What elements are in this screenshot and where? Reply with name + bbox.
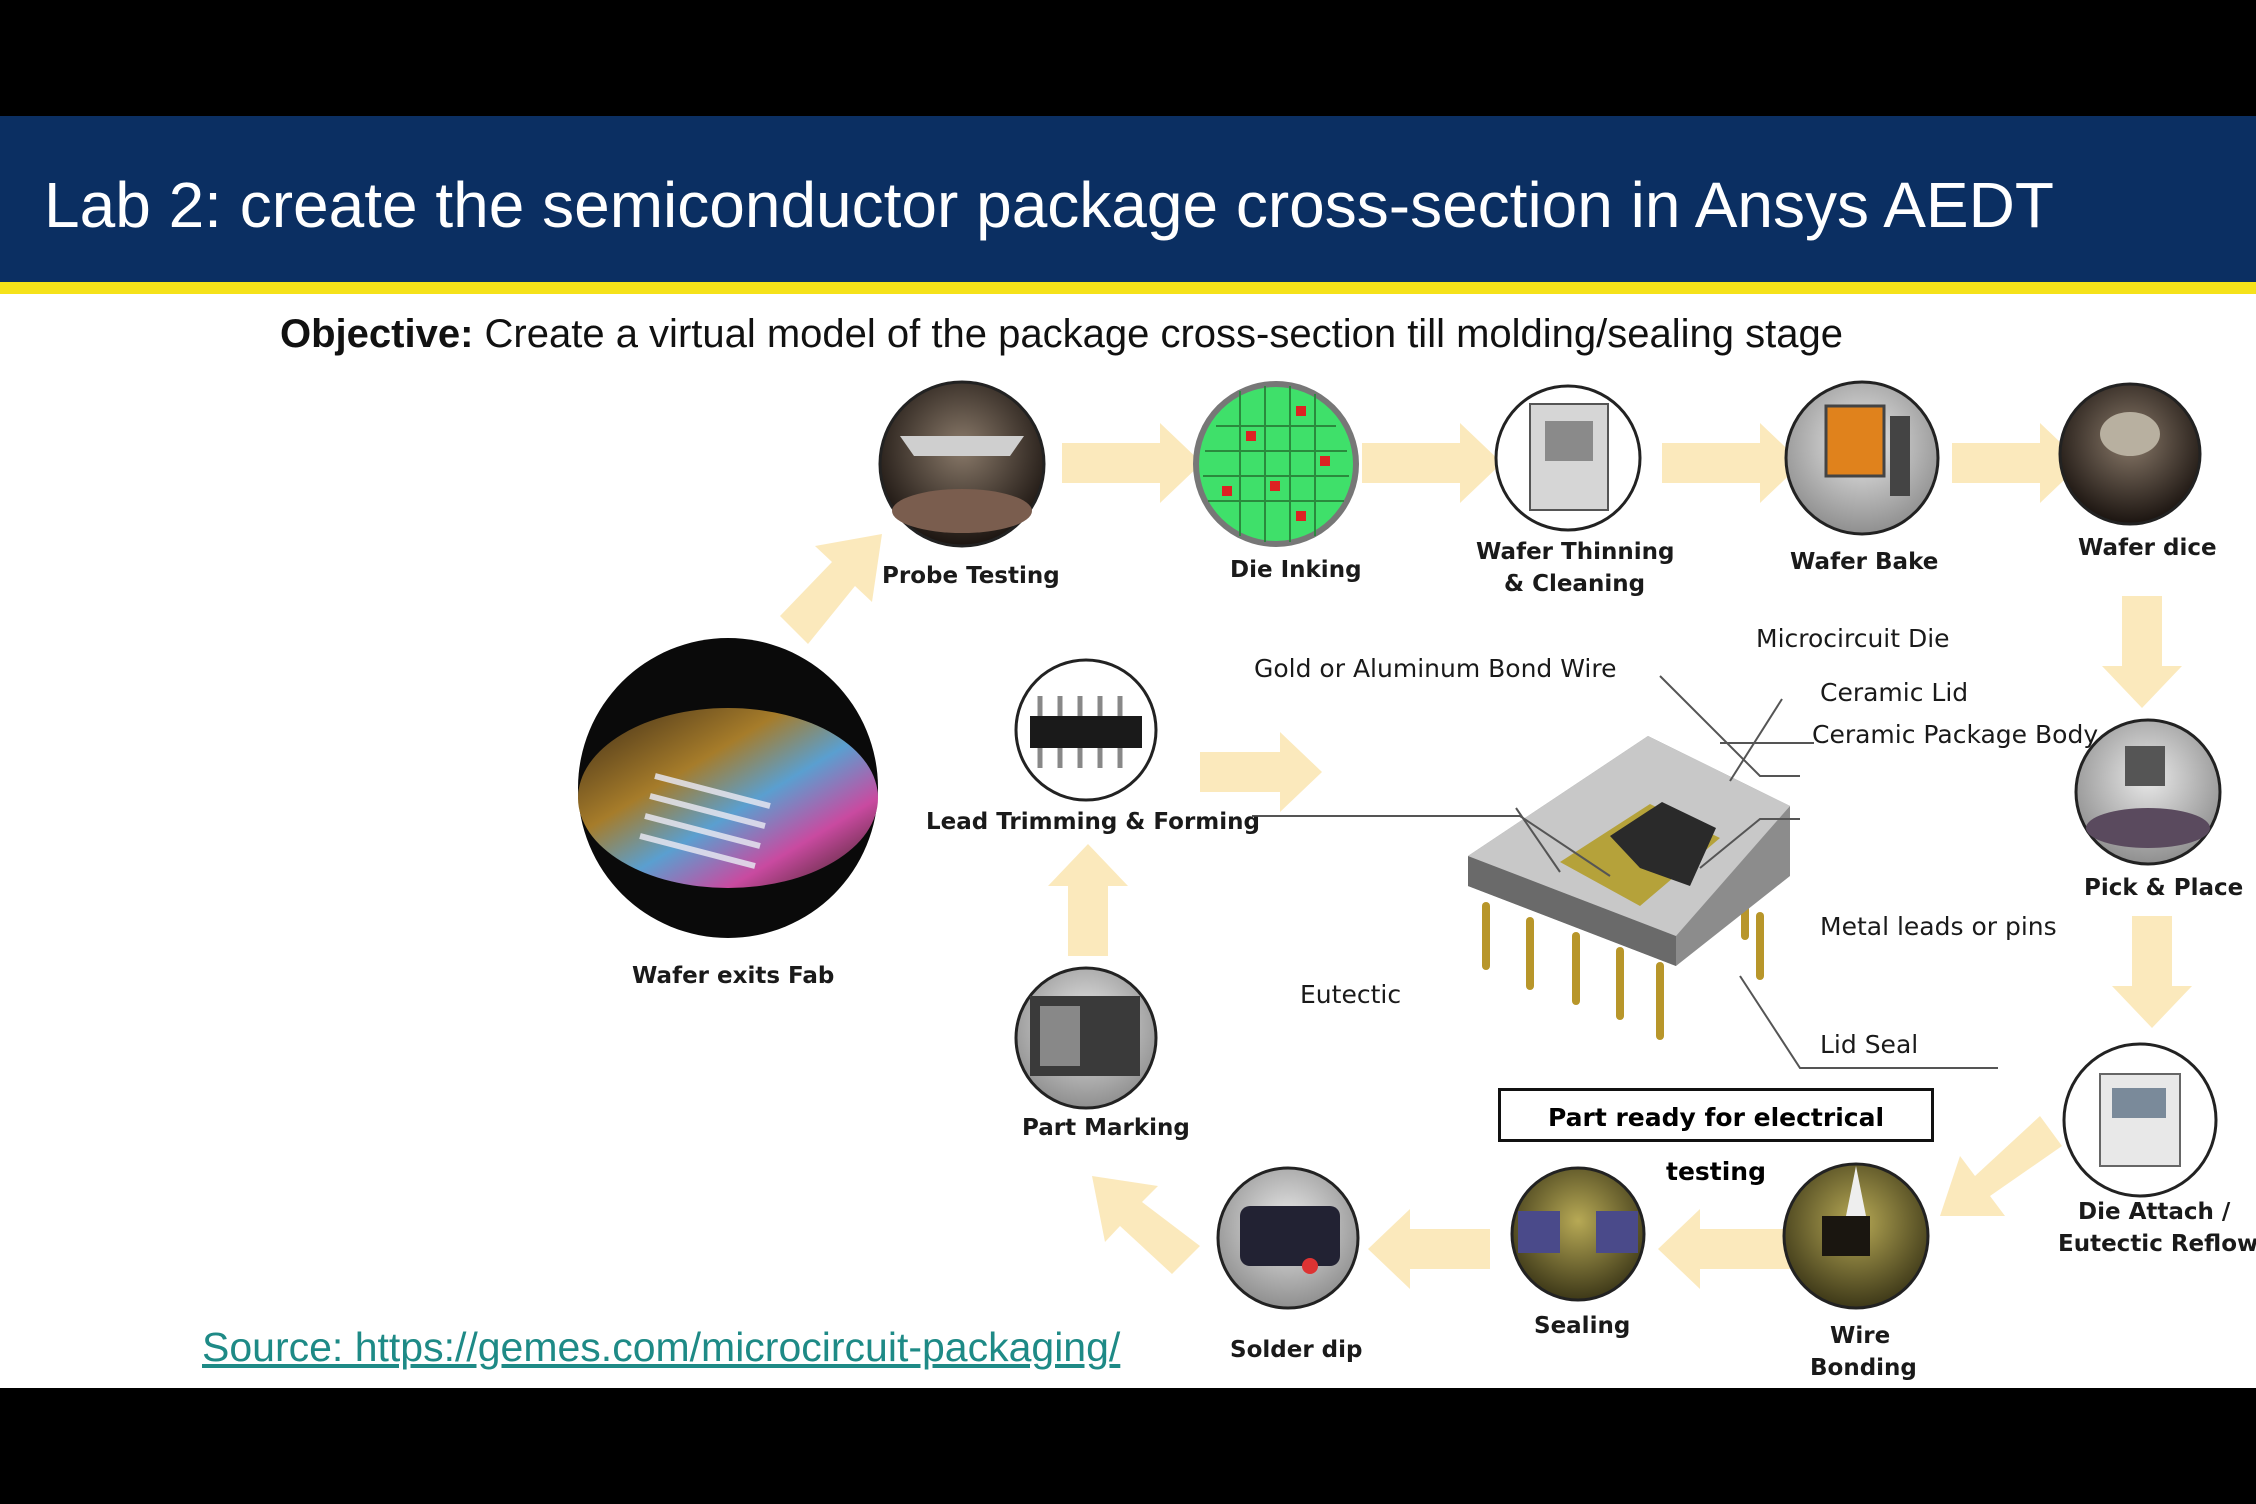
wafer-thinning-image <box>1494 384 1642 532</box>
label-wafer-bake: Wafer Bake <box>1790 549 1939 575</box>
arrow-right-3 <box>1662 423 1802 503</box>
die-attach-image <box>2062 1042 2218 1198</box>
label-wafer-dice: Wafer dice <box>2078 535 2217 561</box>
callout-ceramic-body: Ceramic Package Body <box>1812 720 2099 749</box>
label-wafer-thinning-2: & Cleaning <box>1504 571 1646 597</box>
sealing-image <box>1510 1166 1646 1302</box>
callout-ceramic-lid: Ceramic Lid <box>1820 678 1969 707</box>
label-wire-bonding-1: Wire <box>1830 1323 1891 1349</box>
label-lead-trimming: Lead Trimming & Forming <box>926 809 1260 835</box>
solder-dip-image <box>1216 1166 1360 1310</box>
leader-lines <box>1252 675 1998 1069</box>
title-bar: Lab 2: create the semiconductor package … <box>0 116 2256 282</box>
arrow-down-2 <box>2112 916 2192 1028</box>
process-flow-diagram <box>578 380 2222 1310</box>
arrow-right-2 <box>1362 423 1502 503</box>
label-die-attach-1: Die Attach / <box>2078 1199 2231 1225</box>
wafer-dice-image <box>2058 382 2202 526</box>
arrow-down-1 <box>2102 596 2182 708</box>
accent-line <box>0 282 2256 294</box>
objective-label: Objective: <box>280 312 474 356</box>
objective-text: Create a virtual model of the package cr… <box>473 312 1843 356</box>
arrow-right-5 <box>1200 732 1322 812</box>
die-inking-image <box>1193 381 1359 547</box>
label-part-marking: Part Marking <box>1022 1115 1190 1141</box>
label-probe-testing: Probe Testing <box>882 563 1060 589</box>
label-wafer-thinning-1: Wafer Thinning <box>1476 539 1675 565</box>
flow-arrows <box>780 423 2192 1289</box>
label-die-attach-2: Eutectic Reflow <box>2058 1231 2256 1257</box>
part-marking-image <box>1014 966 1158 1110</box>
arrow-left-2 <box>1368 1209 1490 1289</box>
callout-metal-leads: Metal leads or pins <box>1820 912 2057 941</box>
label-wire-bonding-2: Bonding <box>1810 1355 1917 1381</box>
arrow-right-4 <box>1952 423 2082 503</box>
wafer-exits-fab-image <box>578 638 878 938</box>
label-pick-place: Pick & Place <box>2084 875 2244 901</box>
objective: Objective: Create a virtual model of the… <box>280 312 1843 357</box>
source-link[interactable]: Source: https://gemes.com/microcircuit-p… <box>202 1324 1121 1370</box>
lead-trimming-image <box>1014 658 1158 802</box>
arrow-diag-down-left <box>1940 1116 2062 1216</box>
callout-microcircuit-die: Microcircuit Die <box>1756 624 1950 653</box>
slide: Lab 2: create the semiconductor package … <box>0 116 2256 1388</box>
probe-testing-image <box>878 380 1046 548</box>
label-solder-dip: Solder dip <box>1230 1337 1363 1363</box>
callout-bond-wire: Gold or Aluminum Bond Wire <box>1254 654 1617 683</box>
arrow-diag-up-right <box>780 534 882 644</box>
wafer-bake-image <box>1784 380 1940 536</box>
arrow-diag-up-left <box>1092 1176 1200 1274</box>
label-die-inking: Die Inking <box>1230 557 1362 583</box>
slide-title: Lab 2: create the semiconductor package … <box>44 169 2054 241</box>
pick-place-image <box>2074 718 2222 866</box>
wire-bonding-image <box>1782 1162 1930 1310</box>
callout-lid-seal: Lid Seal <box>1820 1030 1919 1059</box>
label-wafer-exits-fab: Wafer exits Fab <box>632 963 835 989</box>
callout-eutectic: Eutectic <box>1300 980 1402 1009</box>
label-sealing: Sealing <box>1534 1313 1631 1339</box>
arrow-up-1 <box>1048 844 1128 956</box>
ready-box: Part ready for electrical testing <box>1498 1088 1934 1186</box>
package-illustration <box>1468 736 1790 1040</box>
arrow-right-1 <box>1062 423 1202 503</box>
arrow-left-1 <box>1658 1209 1790 1289</box>
